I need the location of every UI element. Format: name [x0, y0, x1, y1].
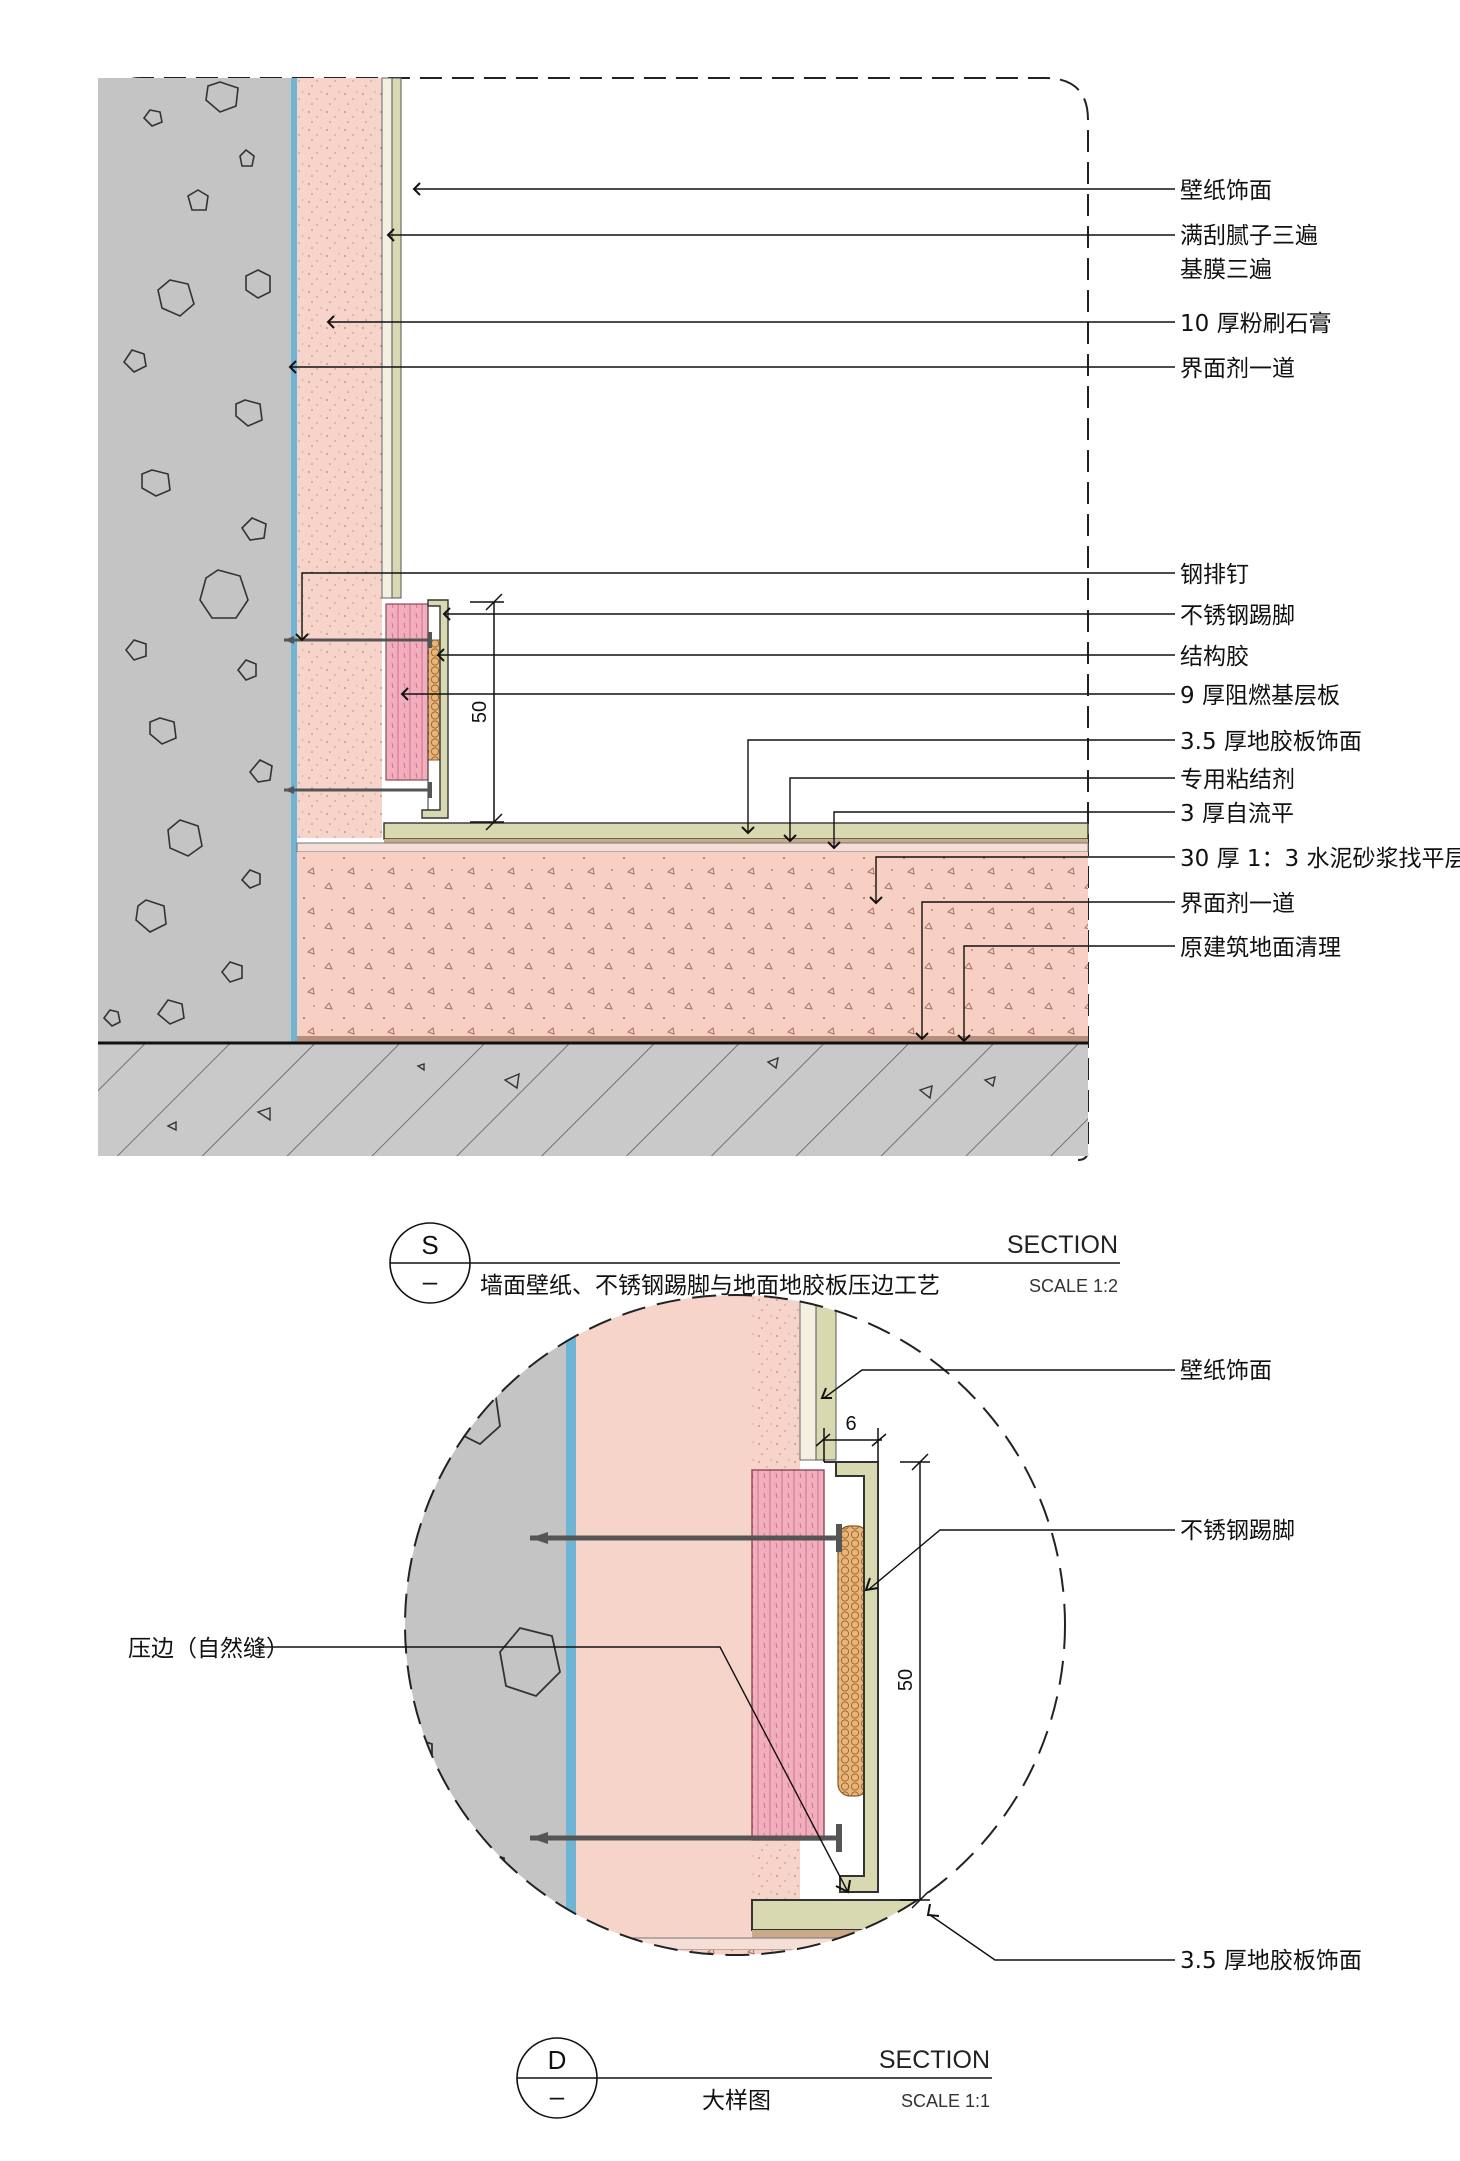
- callout-ground-cleaning: 原建筑地面清理: [1180, 935, 1341, 961]
- leader-lines: [290, 188, 1175, 1041]
- concrete-wall: [98, 78, 294, 1043]
- caption-d: 大样图: [702, 2088, 771, 2114]
- dimension-width-6: [815, 1428, 887, 1462]
- base-board: [385, 603, 429, 781]
- wallpaper-layer: [391, 77, 402, 599]
- callout-cement-screed: 30 厚 1：3 水泥砂浆找平层: [1180, 846, 1460, 872]
- self-leveling-layer: [296, 842, 1089, 853]
- floor-interface-agent: [297, 1036, 1088, 1042]
- dimension-label-detail: 50: [895, 1669, 917, 1691]
- callout-adhesive: 专用粘结剂: [1180, 767, 1295, 793]
- adhesive-layer: [384, 839, 1088, 843]
- detail-base-board: [751, 1469, 825, 1841]
- aggregate-marks: [102, 81, 273, 1027]
- detail-leader-lines: [258, 1369, 1175, 1961]
- section-word-s: SECTION: [1007, 1231, 1118, 1259]
- title-symbol-s: S: [421, 1230, 438, 1260]
- detail-callout-vinyl-floor: 3.5 厚地胶板饰面: [1180, 1948, 1362, 1974]
- callout-wallpaper: 壁纸饰面: [1180, 178, 1272, 204]
- detail-plaster: [576, 1295, 752, 1955]
- title-subsymbol-d: –: [550, 2081, 565, 2111]
- callout-fire-retardant-board: 9 厚阻燃基层板: [1180, 683, 1340, 709]
- detail-stainless-skirting: [824, 1461, 879, 1893]
- callout-base-film: 基膜三遍: [1180, 257, 1272, 283]
- callout-stainless-skirting: 不锈钢踢脚: [1180, 603, 1295, 629]
- detail-callout-stainless-skirting: 不锈钢踢脚: [1180, 1518, 1295, 1544]
- detail-putty: [799, 1295, 817, 1461]
- callout-gypsum-plaster: 10 厚粉刷石膏: [1180, 311, 1332, 337]
- detail-section: 6 50 壁纸饰面 不锈钢踢脚 3.5 厚地胶板饰面 压边（自然缝）: [128, 1294, 1362, 2119]
- callout-self-leveling: 3 厚自流平: [1180, 801, 1294, 827]
- title-block-d: D – SECTION SCALE 1:1 大样图: [516, 2037, 992, 2119]
- structural-glue: [427, 639, 441, 761]
- callout-vinyl-floor: 3.5 厚地胶板饰面: [1180, 729, 1362, 755]
- detail-leader-arrows: [820, 1387, 940, 1917]
- leader-arrows: [288, 182, 971, 1043]
- detail-boundary-circle: [404, 1294, 1066, 1956]
- detail-vinyl-floor: [751, 1899, 1065, 1931]
- callout-putty: 满刮腻子三遍: [1180, 223, 1318, 249]
- detail-concrete-wall: [405, 1295, 567, 1955]
- detail-callout-wallpaper: 壁纸饰面: [1180, 1358, 1272, 1384]
- dimension-label-top: 50: [469, 701, 491, 723]
- dimension-height-50-detail: [900, 1453, 930, 1909]
- detail-callout-edge-joint: 压边（自然缝）: [128, 1636, 289, 1662]
- top-section: 50: [98, 77, 1460, 1304]
- skirting-inner-cavity: [427, 605, 441, 811]
- title-subsymbol-s: –: [423, 1266, 438, 1296]
- callout-interface-agent-wall: 界面剂一道: [1180, 356, 1295, 382]
- putty-layer: [381, 77, 393, 599]
- callout-steel-nail: 钢排钉: [1180, 562, 1249, 588]
- dimension-height-50: [470, 593, 504, 831]
- scale-d: SCALE 1:1: [901, 2091, 990, 2111]
- dimension-label-6: 6: [845, 1413, 856, 1435]
- title-block-s: S – SECTION SCALE 1:2 墙面壁纸、不锈钢踢脚与地面地胶板压边…: [389, 1222, 1120, 1304]
- slab-aggregate: [166, 1056, 996, 1132]
- steel-nails: [284, 638, 430, 792]
- caption-s: 墙面壁纸、不锈钢踢脚与地面地胶板压边工艺: [480, 1273, 940, 1299]
- interface-agent-layer: [291, 78, 297, 1043]
- callout-structural-glue: 结构胶: [1180, 644, 1249, 670]
- title-symbol-d: D: [548, 2045, 567, 2075]
- detail-nails: [530, 1535, 840, 1841]
- detail-interface-agent: [566, 1295, 576, 1955]
- section-word-d: SECTION: [879, 2046, 990, 2074]
- screed-texture: [297, 852, 1088, 1038]
- slab-hatch: [98, 1043, 1088, 1156]
- detail-wallpaper: [815, 1295, 837, 1461]
- callout-interface-agent-floor: 界面剂一道: [1180, 891, 1295, 917]
- scale-s: SCALE 1:2: [1029, 1276, 1118, 1296]
- plaster-texture: [297, 78, 382, 838]
